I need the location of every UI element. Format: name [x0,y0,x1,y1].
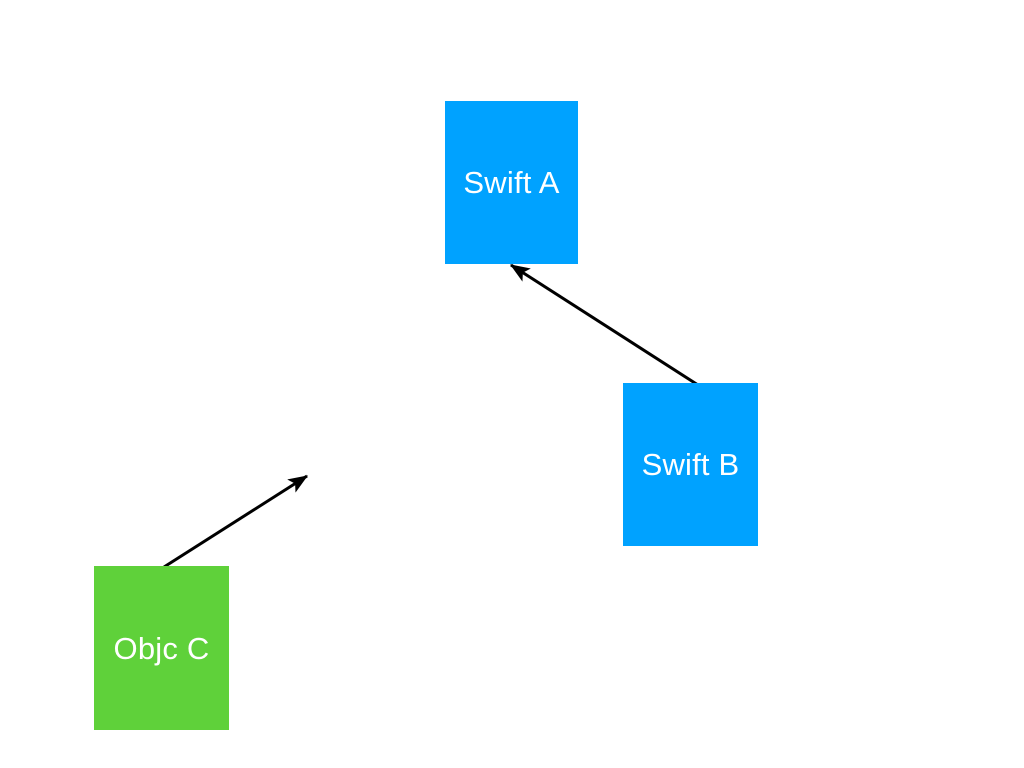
edge-objc-c-outgoing [163,474,309,569]
node-swift-a-label: Swift A [463,165,560,200]
edge-swift-b-to-swift-a [509,263,699,387]
node-swift-b[interactable]: Swift B [623,383,758,546]
node-swift-b-label: Swift B [641,447,740,482]
node-objc-c-label: Objc C [113,630,210,666]
node-swift-a[interactable]: Swift A [445,101,578,264]
node-objc-c[interactable]: Objc C [94,566,229,730]
